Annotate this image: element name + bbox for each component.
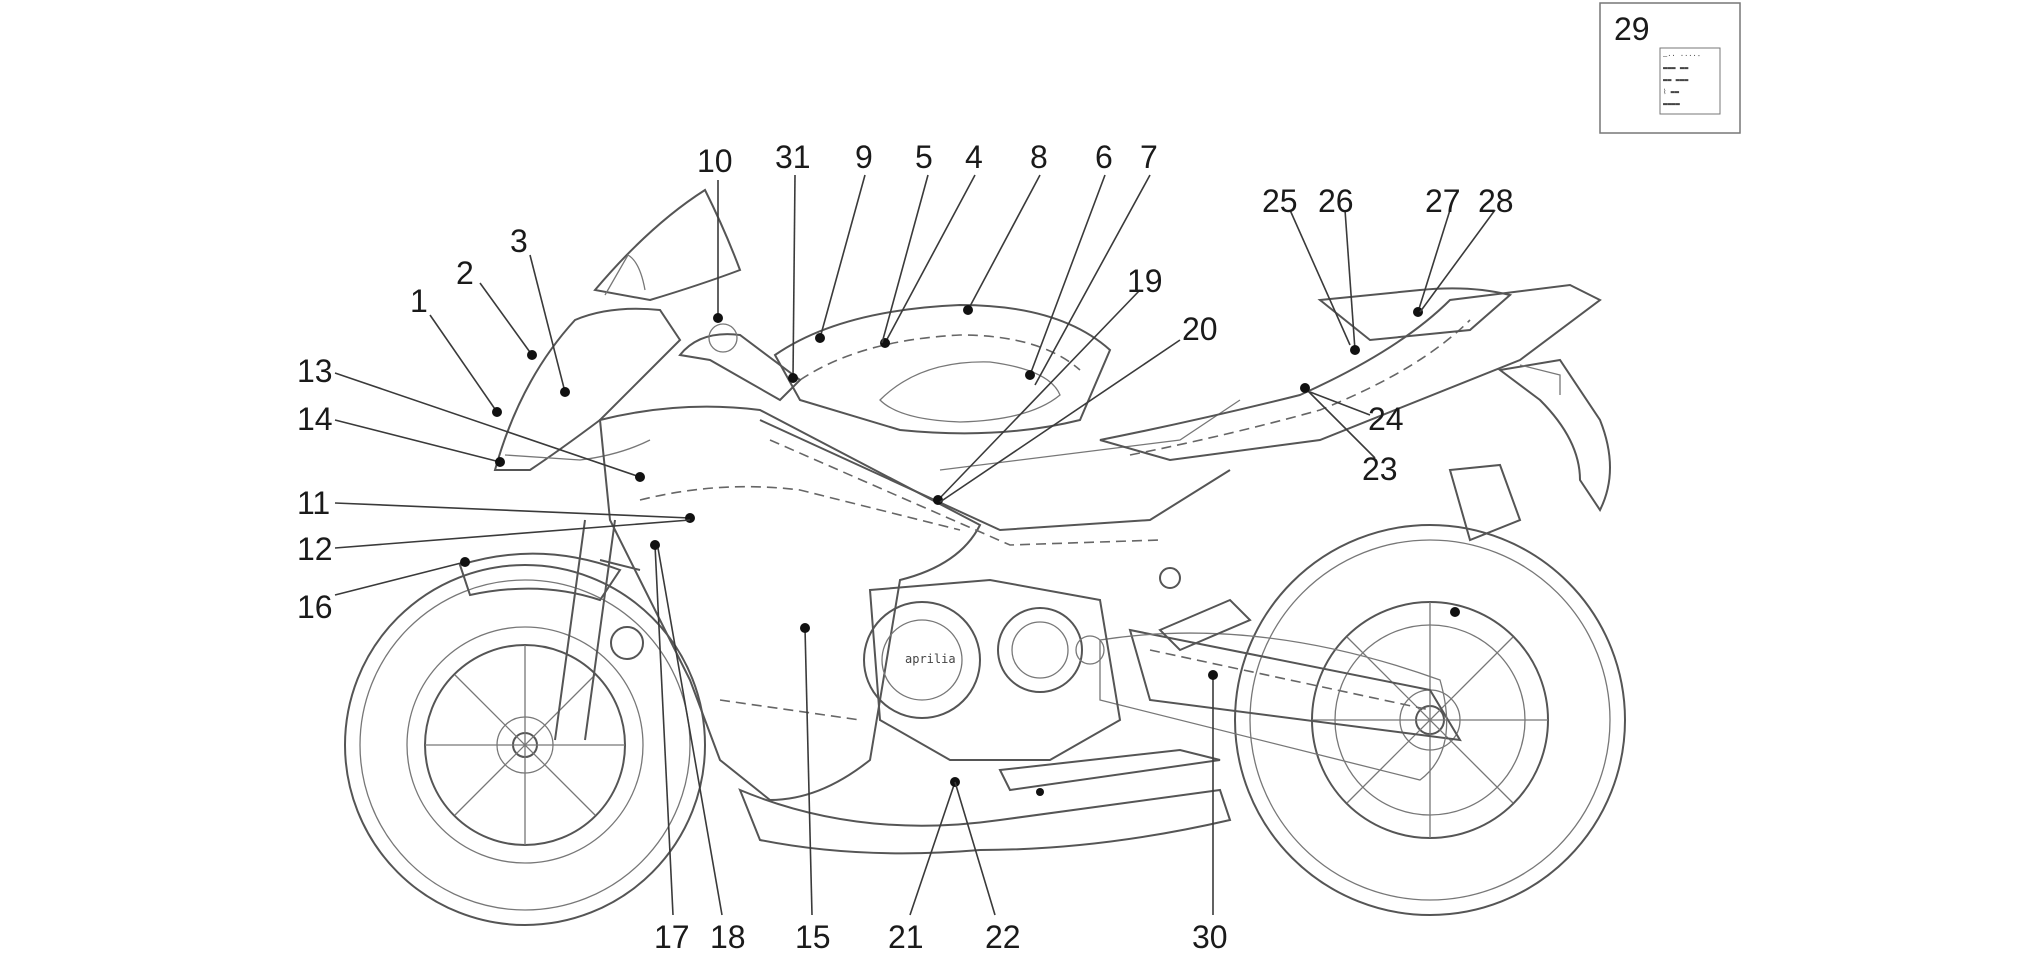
inset-sheet-line: ▬▬▬▬ <box>1663 100 1681 108</box>
callout-label-10: 10 <box>697 143 733 179</box>
callout-label-20: 20 <box>1182 311 1218 347</box>
callout-10: 10 <box>697 143 733 323</box>
callout-19: 19 <box>933 263 1163 505</box>
inset-sheet-line: ⌇ ▬▬ <box>1663 88 1680 96</box>
callout-label-11: 11 <box>297 485 330 521</box>
callout-15: 15 <box>795 623 831 953</box>
engine-brand-mark: aprilia <box>905 652 956 666</box>
callout-28: 28 <box>1419 183 1514 313</box>
callout-label-21: 21 <box>888 919 924 953</box>
motorcycle-drawing: aprilia <box>344 188 1626 926</box>
callout-5: 5 <box>881 139 933 344</box>
callout-1: 1 <box>410 283 502 417</box>
callout-label-23: 23 <box>1362 451 1398 487</box>
callout-label-1: 1 <box>410 283 428 319</box>
callout-label-5: 5 <box>915 139 933 175</box>
callout-21: 21 <box>888 777 960 953</box>
inset-label: 29 <box>1614 11 1650 47</box>
callout-label-15: 15 <box>795 919 831 953</box>
callout-30: 30 <box>1192 670 1228 953</box>
callout-label-13: 13 <box>297 353 333 389</box>
callout-7: 7 <box>1034 139 1158 386</box>
callout-label-22: 22 <box>985 919 1021 953</box>
front-wheel <box>344 564 706 926</box>
callout-label-7: 7 <box>1140 139 1158 175</box>
callouts: 1 2 3 4 5 6 <box>297 139 1514 953</box>
callout-label-2: 2 <box>456 255 474 291</box>
callout-label-30: 30 <box>1192 919 1228 953</box>
callout-label-14: 14 <box>297 401 333 437</box>
callout-13: 13 <box>297 353 645 482</box>
callout-4: 4 <box>880 139 983 348</box>
callout-17: 17 <box>650 540 690 953</box>
callout-label-18: 18 <box>710 919 746 953</box>
callout-label-9: 9 <box>855 139 873 175</box>
inset-sheet-line: ▬▬ ▬▬▬ <box>1663 76 1689 84</box>
callout-25: 25 <box>1262 183 1351 346</box>
callout-8: 8 <box>963 139 1048 315</box>
callout-label-3: 3 <box>510 223 528 259</box>
callout-26: 26 <box>1318 183 1360 355</box>
inset-sheet-line: ▬▬▬ ▬▬ <box>1663 64 1689 72</box>
inset-29: 29 —·· ····- ▬▬▬ ▬▬ ▬▬ ▬▬▬ ⌇ ▬▬ ▬▬▬▬ <box>1599 2 1741 134</box>
callout-label-16: 16 <box>297 589 333 625</box>
callout-label-28: 28 <box>1478 183 1514 219</box>
callout-label-12: 12 <box>297 531 333 567</box>
callout-label-24: 24 <box>1368 401 1404 437</box>
callout-2: 2 <box>456 255 537 360</box>
callout-label-25: 25 <box>1262 183 1298 219</box>
callout-label-8: 8 <box>1030 139 1048 175</box>
callout-3: 3 <box>510 223 570 397</box>
rear-wheel <box>1234 524 1626 916</box>
callout-14: 14 <box>297 401 505 467</box>
callout-label-31: 31 <box>775 139 811 175</box>
callout-24: 24 <box>1309 391 1404 437</box>
callout-label-26: 26 <box>1318 183 1354 219</box>
callout-27: 27 <box>1413 183 1461 317</box>
callout-6: 6 <box>1025 139 1113 380</box>
callout-16: 16 <box>297 557 470 625</box>
callout-label-19: 19 <box>1127 263 1163 299</box>
callout-12: 12 <box>297 519 691 567</box>
inset-sheet-line: —·· ····- <box>1663 52 1701 60</box>
callout-label-17: 17 <box>654 919 690 953</box>
callout-22: 22 <box>954 781 1021 953</box>
engine-block: aprilia <box>863 578 1122 761</box>
callout-9: 9 <box>815 139 873 343</box>
callout-label-4: 4 <box>965 139 983 175</box>
callout-23: 23 <box>1300 383 1398 487</box>
callout-11: 11 <box>297 485 695 523</box>
callout-label-6: 6 <box>1095 139 1113 175</box>
callout-18: 18 <box>657 547 746 953</box>
callout-20: 20 <box>939 311 1218 503</box>
callout-31: 31 <box>775 139 811 383</box>
callout-label-27: 27 <box>1425 183 1461 219</box>
